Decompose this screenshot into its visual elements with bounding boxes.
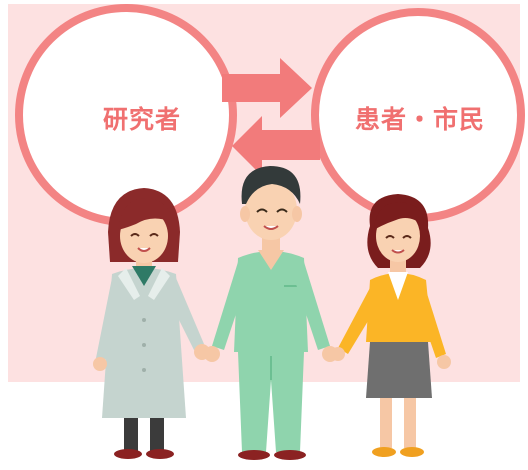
citizen-figure xyxy=(331,194,451,457)
staff-figure xyxy=(204,166,338,460)
arrow-left xyxy=(232,116,320,176)
researcher-label: 研究者 xyxy=(102,105,181,134)
citizen-label: 患者・市民 xyxy=(354,105,485,134)
arrow-right xyxy=(222,58,312,118)
researcher-figure xyxy=(93,188,210,459)
